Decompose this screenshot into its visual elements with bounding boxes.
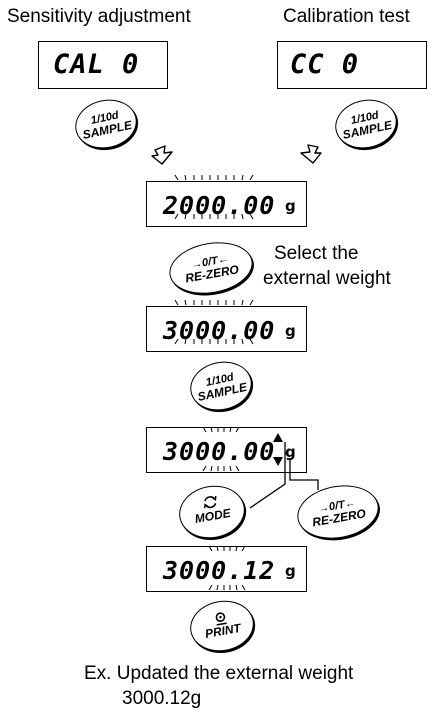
- cal-display: CAL 0: [38, 41, 168, 89]
- sensitivity-adjustment-header: Sensitivity adjustment: [7, 6, 191, 27]
- blink-ticks-display1: [174, 174, 254, 220]
- mode-button[interactable]: MODE: [174, 480, 250, 544]
- example-note-line1: Ex. Updated the external weight: [84, 663, 354, 684]
- cc-display: CC 0: [277, 41, 427, 89]
- print-symbol-icon: [213, 610, 229, 626]
- calibration-test-header: Calibration test: [283, 6, 410, 27]
- hollow-arrow-down-icon: [151, 145, 173, 165]
- cal-display-text: CAL 0: [53, 49, 140, 80]
- cc-display-text: CC 0: [290, 49, 360, 80]
- display-step1: 2000.00 g: [146, 181, 307, 227]
- display-step4-unit: g: [285, 562, 296, 580]
- up-down-arrow-icon: [273, 433, 283, 466]
- print-button[interactable]: PRINT: [186, 595, 258, 657]
- display-step2-value: 3000.00: [163, 316, 276, 345]
- display-step3-value: 3000.00: [163, 437, 276, 466]
- display-step1-unit: g: [285, 197, 296, 215]
- blink-ticks-display2: [174, 299, 254, 345]
- blink-ticks-display3: [202, 426, 240, 472]
- display-step2-unit: g: [285, 322, 296, 340]
- display-step4-value: 3000.12: [163, 556, 276, 585]
- connector-lines: [249, 442, 319, 509]
- display-step1-value: 2000.00: [163, 191, 276, 220]
- display-step3-unit: g: [285, 443, 296, 461]
- select-note-line2: external weight: [263, 268, 391, 289]
- select-note-line1: Select the: [274, 243, 359, 264]
- cycle-arrows-icon: [201, 493, 220, 512]
- display-step4: 3000.12 g: [146, 546, 307, 592]
- example-note-line2: 3000.12g: [122, 688, 202, 709]
- blink-ticks-display4: [208, 545, 246, 591]
- hollow-arrow-down-icon: [300, 144, 322, 164]
- display-step3: 3000.00 g: [146, 427, 307, 473]
- display-step2: 3000.00 g: [146, 306, 307, 352]
